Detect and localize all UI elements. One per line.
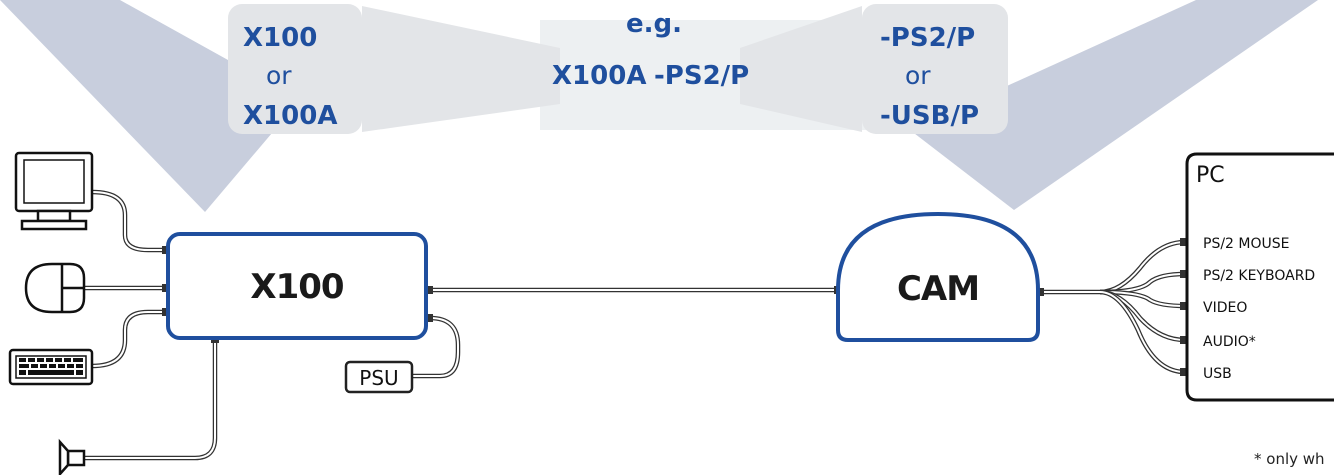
callout-wedge-left xyxy=(362,6,560,132)
cables xyxy=(84,189,1186,461)
pc-unit: PC PS/2 MOUSE PS/2 KEYBOARD VIDEO AUDIO*… xyxy=(1185,152,1334,402)
keyboard-icon xyxy=(8,348,94,386)
x100-label: X100 xyxy=(250,267,344,307)
callout-left-line1: X100 xyxy=(243,23,317,53)
cam-label: CAM xyxy=(897,269,979,309)
left-beam xyxy=(0,0,300,212)
callout-right-line1: -PS2/P xyxy=(880,23,975,53)
monitor-icon xyxy=(14,151,94,231)
speaker-icon xyxy=(58,438,86,475)
callout-left xyxy=(228,4,362,134)
callout-model: X100A xyxy=(552,61,646,91)
right-beam xyxy=(910,0,1318,210)
callout-eg: e.g. xyxy=(626,9,682,39)
psu-unit: PSU xyxy=(344,360,414,394)
pc-port-usb: USB xyxy=(1203,366,1232,382)
callout-left-line2: or xyxy=(266,61,292,90)
callout-left-line3: X100A xyxy=(243,101,337,131)
callout-right-line2: or xyxy=(905,61,931,90)
pc-port-video: VIDEO xyxy=(1203,300,1247,316)
pc-port-ps2-mouse: PS/2 MOUSE xyxy=(1203,236,1289,252)
pc-port-audio: AUDIO* xyxy=(1203,334,1256,350)
callout-variant: -PS2/P xyxy=(654,61,749,91)
footnote: * only wh xyxy=(1254,450,1325,468)
mouse-icon xyxy=(24,262,86,314)
psu-label: PSU xyxy=(359,366,398,390)
callout-wedge-right xyxy=(740,6,862,132)
callout-right-line3: -USB/P xyxy=(880,101,979,131)
cam-unit: CAM xyxy=(836,211,1040,342)
x100-unit: X100 xyxy=(166,232,428,340)
pc-port-ps2-keyboard: PS/2 KEYBOARD xyxy=(1203,268,1315,284)
callout-right xyxy=(862,4,1008,134)
pc-label: PC xyxy=(1196,163,1225,188)
